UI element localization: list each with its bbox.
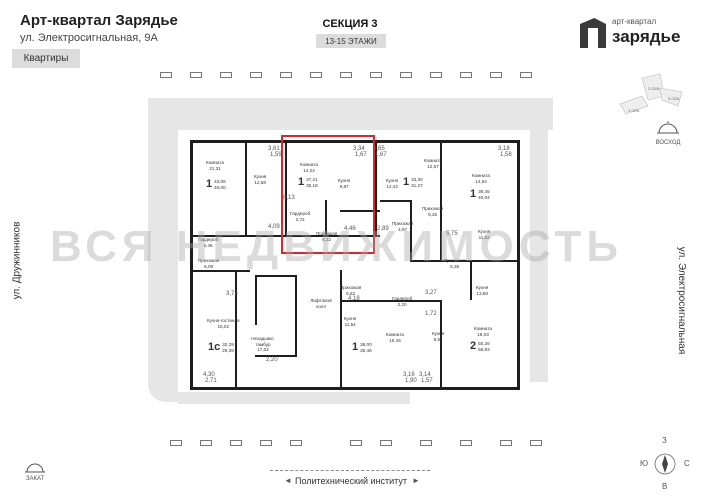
sunrise-icon — [657, 121, 679, 134]
area-label: 3,16 — [403, 372, 415, 378]
area-label: 5,75 — [446, 231, 458, 237]
area-label: 2,71 — [205, 378, 217, 384]
road-bottom — [178, 392, 410, 404]
sunrise-label: ВОСХОД — [655, 140, 681, 146]
area-label: 1,90 — [405, 378, 417, 384]
road-top — [148, 98, 553, 130]
street-right: ул. Электросигнальная — [676, 246, 688, 355]
area-label: 3,34 — [353, 146, 365, 152]
project-title: Арт-квартал Зарядье — [20, 12, 178, 29]
area-label: 1,67 — [355, 152, 367, 158]
apartments-button[interactable]: Квартиры — [12, 49, 80, 68]
area-label: 1,72 — [425, 311, 437, 317]
area-label: 2,20 — [266, 357, 278, 363]
area-label: 4,30 — [203, 372, 215, 378]
area-label: 4,18 — [348, 296, 360, 302]
area-label: 4,09 — [268, 224, 280, 230]
sunset-label: ЗАКАТ — [25, 476, 45, 482]
area-label: 3,61 — [268, 146, 280, 152]
brand-logo: арт-квартал зарядье — [580, 14, 690, 50]
area-label: 3,14 — [419, 372, 431, 378]
area-label: 1,57 — [421, 378, 433, 384]
key-sec-2: 2 СЕК. — [648, 86, 660, 91]
arrow-right-icon: ► — [412, 476, 420, 485]
area-label: 3,73 — [226, 291, 238, 297]
street-bottom: Политехнический институт — [294, 476, 408, 486]
area-label: 6,13 — [283, 195, 295, 201]
sunset-icon — [25, 463, 45, 473]
road-left — [148, 130, 178, 402]
street-left: ул. Дружинников — [11, 221, 23, 300]
compass-west: Ю — [640, 459, 649, 468]
selected-apartment-highlight[interactable] — [281, 135, 375, 254]
road-right — [530, 130, 548, 382]
area-label: 1,58 — [500, 152, 512, 158]
area-label: 1,67 — [375, 152, 387, 158]
area-label: 1,59 — [270, 152, 282, 158]
key-sec-1: 1 СЕК. — [628, 108, 640, 113]
area-label: 3,65 — [373, 146, 385, 152]
logo-subtitle: арт-квартал — [612, 17, 657, 26]
key-sec-3: 3 СЕК. — [668, 96, 680, 101]
area-label: 3,18 — [498, 146, 510, 152]
area-label: 4,46 — [344, 226, 356, 232]
project-address: ул. Электросигнальная, 9А — [20, 32, 158, 44]
room-label: Лифтовой холл — [310, 298, 332, 309]
compass-south: В — [662, 482, 668, 491]
compass-icon — [654, 453, 676, 475]
section-floors-badge: 13-15 ЭТАЖИ — [316, 34, 386, 48]
compass-north: З — [662, 436, 667, 445]
section-title: СЕКЦИЯ 3 — [322, 18, 378, 30]
compass-east: С — [684, 459, 690, 468]
arrow-left-icon: ◄ — [284, 476, 292, 485]
fence-line — [270, 470, 430, 471]
section-key-map: 1 СЕК. 2 СЕК. 3 СЕК. — [619, 73, 683, 115]
floor-plan — [190, 140, 520, 390]
area-label: 3,27 — [425, 290, 437, 296]
logo-name: зарядье — [612, 27, 681, 46]
area-label: 2,89 — [377, 226, 389, 232]
